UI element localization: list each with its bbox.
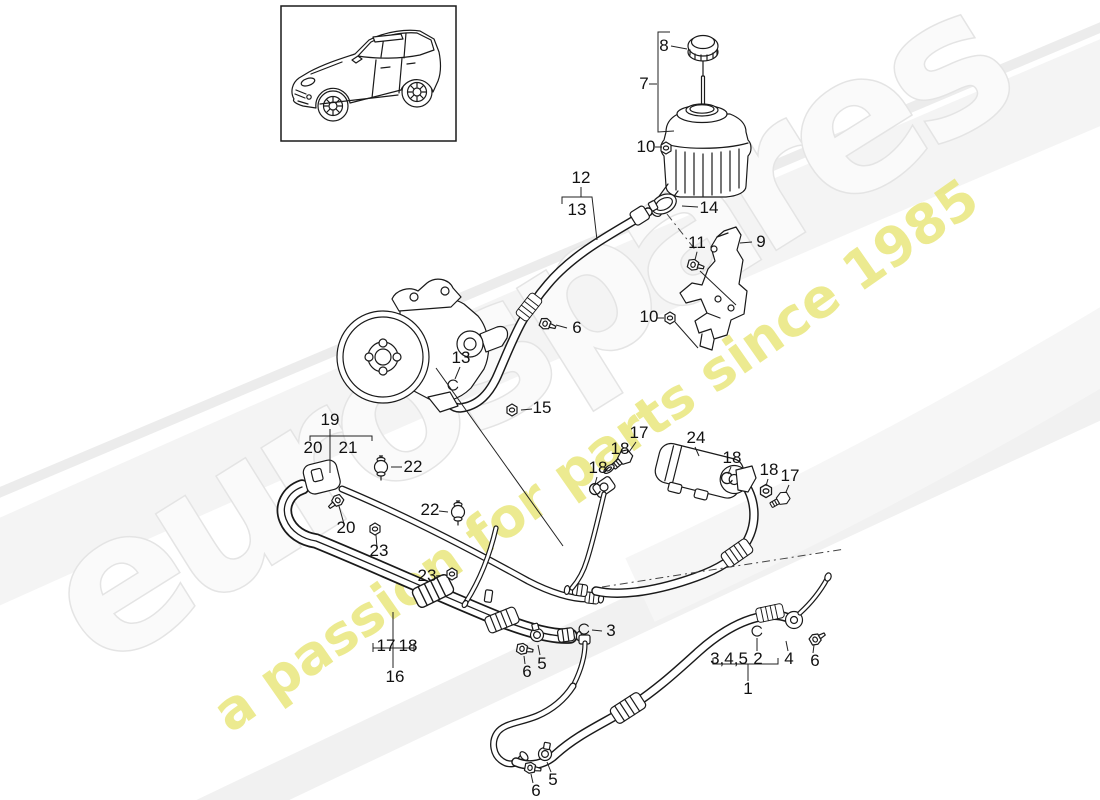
- part-label-17[interactable]: 17: [781, 466, 800, 485]
- part-label-9[interactable]: 9: [756, 232, 765, 251]
- bolt-icon: [807, 628, 829, 648]
- part-label-23[interactable]: 23: [418, 566, 437, 585]
- part-label-12[interactable]: 12: [572, 168, 591, 187]
- car-illustration: [291, 29, 441, 122]
- part-label-18[interactable]: 18: [611, 439, 630, 458]
- construction-lines: [435, 367, 846, 588]
- reservoir-cap: [687, 34, 719, 107]
- nut-icon: [664, 311, 676, 325]
- nut-icon: [446, 567, 458, 581]
- part-label-17[interactable]: 17: [630, 423, 649, 442]
- part-label-6[interactable]: 6: [531, 781, 540, 800]
- part-label-10[interactable]: 10: [640, 307, 659, 326]
- part-label-13[interactable]: 13: [568, 200, 587, 219]
- swoosh-ribbon: [0, 22, 1100, 498]
- part-label-4[interactable]: 4: [784, 649, 793, 668]
- part-label-13[interactable]: 13: [452, 348, 471, 367]
- ring-icon: [751, 625, 763, 637]
- fluid-reservoir: [647, 34, 752, 218]
- nut-icon: [506, 403, 518, 417]
- part-label-1[interactable]: 1: [743, 679, 752, 698]
- car-thumbnail: [280, 5, 457, 142]
- part-label-3[interactable]: 3: [606, 621, 615, 640]
- part-label-8[interactable]: 8: [659, 36, 668, 55]
- part-label-7[interactable]: 7: [639, 74, 648, 93]
- nut-icon: [759, 483, 773, 499]
- part-label-22[interactable]: 22: [421, 500, 440, 519]
- watermark-brand: eurospares: [7, 0, 1044, 710]
- part-label-2[interactable]: 2: [753, 649, 762, 668]
- part-label-18[interactable]: 18: [589, 458, 608, 477]
- part-label-20[interactable]: 20: [337, 518, 356, 537]
- part-label-10[interactable]: 10: [637, 137, 656, 156]
- part-label-17[interactable]: 17: [377, 636, 396, 655]
- pipe-clamp-21: [302, 459, 341, 495]
- part-label-5[interactable]: 5: [537, 654, 546, 673]
- part-label-18[interactable]: 18: [399, 636, 418, 655]
- part-label-5[interactable]: 5: [548, 770, 557, 789]
- swoosh-ribbon: [625, 307, 1100, 622]
- collar-icon: [556, 626, 576, 644]
- hose-clamp-14: [647, 193, 677, 215]
- part-label-6[interactable]: 6: [572, 318, 581, 337]
- part-label-20[interactable]: 20: [304, 438, 323, 457]
- part-label-16[interactable]: 16: [386, 667, 405, 686]
- mounting-bracket-9: [664, 213, 748, 351]
- vibration-damper-24: [563, 442, 792, 597]
- part-label-18[interactable]: 18: [723, 448, 742, 467]
- part-label-6[interactable]: 6: [522, 662, 531, 681]
- part-label-19[interactable]: 19: [321, 410, 340, 429]
- nut-icon: [369, 522, 381, 536]
- leader-lines: [309, 31, 815, 784]
- part-label-18[interactable]: 18: [760, 460, 779, 479]
- pressure-hose-1: [461, 528, 832, 776]
- banjo-fitting-18: [572, 476, 616, 588]
- part-label-6[interactable]: 6: [810, 651, 819, 670]
- nut-icon: [660, 141, 672, 155]
- reservoir-body: [649, 103, 752, 218]
- part-label-22[interactable]: 22: [404, 457, 423, 476]
- part-label-11[interactable]: 11: [688, 233, 706, 252]
- part-label-14[interactable]: 14: [700, 198, 719, 217]
- part-label-21[interactable]: 21: [339, 438, 358, 457]
- part-label-15[interactable]: 15: [533, 398, 552, 417]
- part-label-3-4-5[interactable]: 3,4,5: [710, 649, 748, 668]
- part-label-24[interactable]: 24: [687, 428, 706, 447]
- power-steering-pump: [336, 278, 509, 413]
- part-label-23[interactable]: 23: [370, 541, 389, 560]
